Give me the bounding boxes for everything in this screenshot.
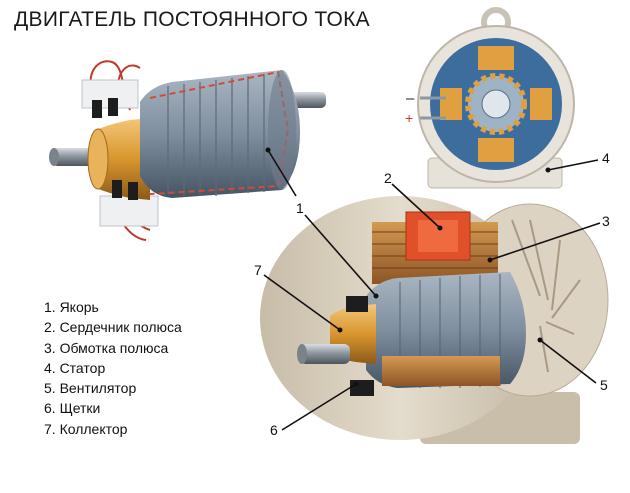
leader-6 <box>281 383 357 431</box>
brush-in-motor-top <box>346 296 368 312</box>
brush-in-motor-bottom <box>350 380 374 396</box>
brush-top-right <box>108 98 118 116</box>
legend-item-pole-winding: 3. Обмотка полюса <box>44 339 169 356</box>
legend-item-commutator: 7. Коллектор <box>44 420 128 437</box>
pole-core-face <box>418 220 458 252</box>
brush-bottom-left <box>112 180 122 198</box>
terminal-minus-label: – <box>406 90 415 107</box>
brush-bottom-right <box>128 182 138 200</box>
motor-assembly-illustration <box>260 196 609 444</box>
pole-bottom <box>478 138 514 162</box>
cross-section-illustration: – + <box>405 7 575 189</box>
callout-dots <box>265 147 551 387</box>
callout-7: 7 <box>254 262 262 278</box>
parts-legend: 1. Якорь 2. Сердечник полюса 3. Обмотка … <box>44 297 182 439</box>
brush-top-left <box>92 100 102 118</box>
shaft-left-end <box>49 148 59 166</box>
callout-2: 2 <box>384 170 392 186</box>
brush-holder-bottom-frame <box>99 195 159 227</box>
leader-4 <box>547 159 599 171</box>
leader-7 <box>263 274 341 331</box>
callout-4: 4 <box>602 150 610 166</box>
lower-pole-winding <box>382 356 500 386</box>
callout-5: 5 <box>600 377 608 393</box>
leader-1b <box>304 214 377 297</box>
pole-left <box>440 88 462 120</box>
shaft-right <box>290 92 326 108</box>
armature-core <box>140 70 300 198</box>
shaft-in-motor-end <box>297 344 307 364</box>
pole-top <box>478 46 514 70</box>
callout-lines <box>263 149 601 431</box>
callout-3: 3 <box>602 213 610 229</box>
legend-item-brushes: 6. Щетки <box>44 400 101 417</box>
leader-1a <box>267 149 297 197</box>
pole-right <box>530 88 552 120</box>
commutator-face <box>87 128 109 190</box>
commutator-body <box>96 118 150 200</box>
armature-illustration <box>49 60 326 241</box>
callout-1: 1 <box>296 200 304 216</box>
legend-item-pole-core: 2. Сердечник полюса <box>44 319 182 336</box>
legend-item-fan: 5. Вентилятор <box>44 380 137 397</box>
terminal-plus-label: + <box>405 110 413 126</box>
legend-item-armature: 1. Якорь <box>44 299 99 315</box>
leader-2 <box>391 183 441 229</box>
fan-blades <box>511 219 581 373</box>
callout-6: 6 <box>270 422 278 438</box>
armature-slots <box>167 74 265 196</box>
diagram-title: ДВИГАТЕЛЬ ПОСТОЯННОГО ТОКА <box>14 8 370 31</box>
legend-item-stator: 4. Статор <box>44 359 106 376</box>
shaft-in-motor <box>300 344 350 364</box>
leader-3 <box>489 222 601 261</box>
rotor-hub <box>481 89 511 119</box>
leader-5 <box>539 339 597 384</box>
